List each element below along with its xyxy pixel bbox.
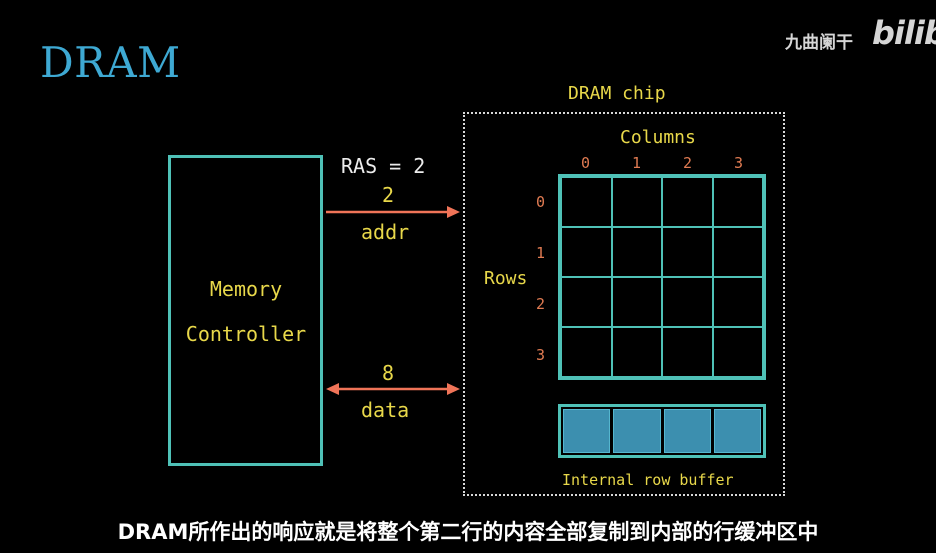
addr-label: addr — [361, 220, 410, 244]
dram-cell — [611, 327, 662, 377]
addr-arrow — [326, 206, 460, 218]
data-label: data — [361, 398, 410, 422]
dram-cell — [611, 277, 662, 327]
data-value: 8 — [382, 361, 395, 385]
memory-controller-label-line2: Controller — [185, 322, 307, 346]
row-buffer-cell — [613, 409, 661, 453]
dram-cell — [712, 227, 763, 277]
column-index-2: 2 — [683, 154, 693, 172]
addr-value: 2 — [382, 183, 395, 207]
memory-controller-label-line1: Memory — [209, 277, 283, 301]
memory-controller-box — [168, 155, 323, 466]
dram-chip-title: DRAM chip — [568, 83, 666, 104]
internal-row-buffer-label: Internal row buffer — [562, 471, 734, 489]
dram-cell — [611, 227, 662, 277]
dram-cell — [561, 327, 612, 377]
rows-label: Rows — [484, 268, 528, 289]
dram-cell — [712, 327, 763, 377]
row-index-0: 0 — [536, 193, 546, 211]
dram-cell — [662, 227, 713, 277]
data-arrow — [326, 383, 460, 395]
ras-label: RAS = 2 — [341, 154, 426, 178]
internal-row-buffer — [558, 404, 766, 458]
dram-chip-box — [463, 112, 785, 496]
row-buffer-cell — [663, 409, 711, 453]
watermark-author: 九曲阑干 — [785, 33, 853, 53]
row-buffer-cell — [713, 409, 761, 453]
row-index-1: 1 — [536, 244, 546, 262]
dram-cell — [662, 177, 713, 227]
column-index-3: 3 — [734, 154, 744, 172]
row-buffer-cell — [563, 409, 611, 453]
column-index-0: 0 — [581, 154, 591, 172]
dram-cell — [712, 177, 763, 227]
slide-title: DRAM — [40, 38, 181, 87]
row-index-2: 2 — [536, 295, 546, 313]
dram-cell — [611, 177, 662, 227]
dram-cell-array — [558, 174, 766, 380]
bilibili-logo-icon: bilibi — [872, 14, 936, 52]
dram-cell — [561, 177, 612, 227]
dram-cell — [662, 327, 713, 377]
columns-label: Columns — [620, 127, 696, 148]
dram-cell — [561, 227, 612, 277]
dram-cell — [662, 277, 713, 327]
video-subtitle: DRAM所作出的响应就是将整个第二行的内容全部复制到内部的行缓冲区中 — [117, 520, 819, 544]
dram-cell — [561, 277, 612, 327]
row-index-3: 3 — [536, 346, 546, 364]
column-index-1: 1 — [632, 154, 642, 172]
dram-cell — [712, 277, 763, 327]
